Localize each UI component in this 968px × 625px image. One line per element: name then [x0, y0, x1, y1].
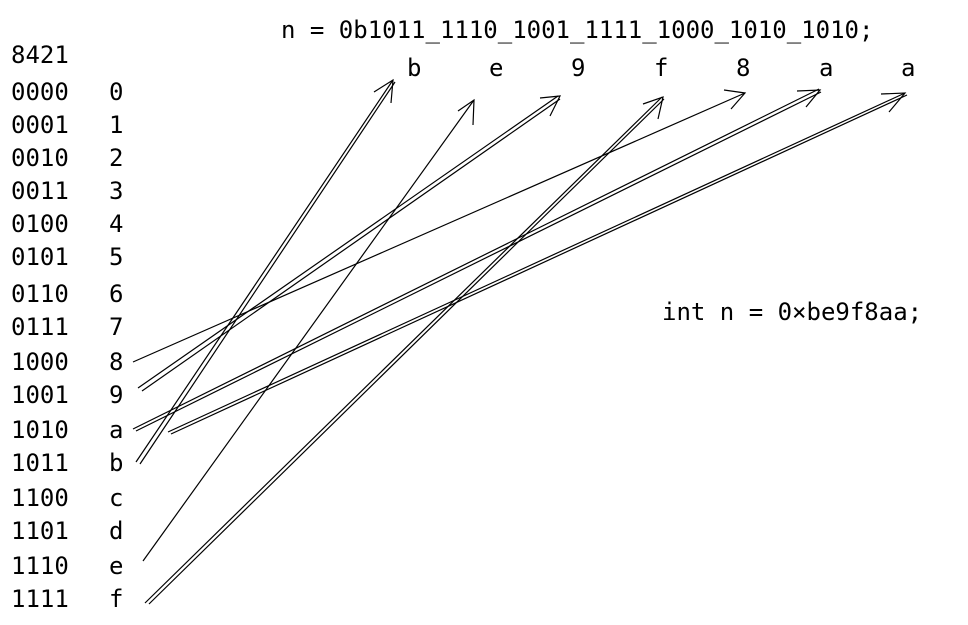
table-row: 1100 c	[11, 486, 141, 510]
row-hex: 9	[109, 381, 124, 409]
table-row: 1101 d	[11, 519, 141, 543]
row-binary: 0110	[11, 280, 69, 308]
int-literal: int n = 0×be9f8aa;	[662, 298, 923, 326]
arrow-a-to-a-first	[132, 88, 822, 432]
row-binary: 0011	[11, 177, 69, 205]
table-row: 0001 1	[11, 113, 141, 137]
bit-weight-header: 8421	[11, 41, 69, 69]
row-hex: b	[109, 449, 124, 477]
row-hex: 7	[109, 313, 124, 341]
row-binary: 0100	[11, 210, 69, 238]
table-row: 0110 6	[11, 282, 141, 306]
table-row: 0011 3	[11, 179, 141, 203]
row-hex: f	[109, 585, 124, 613]
row-binary: 0010	[11, 144, 69, 172]
binary-literal: n = 0b1011_1110_1001_1111_1000_1010_1010…	[281, 16, 874, 44]
arrow-a-to-a-second	[167, 92, 908, 435]
row-binary: 1101	[11, 517, 69, 545]
row-binary: 0001	[11, 111, 69, 139]
arrow-b-to-b	[135, 78, 396, 465]
row-binary: 1011	[11, 449, 69, 477]
table-row: 0111 7	[11, 315, 141, 339]
arrow-f-to-f	[144, 96, 665, 605]
hex-digit: f	[654, 54, 669, 82]
row-hex: c	[109, 484, 124, 512]
row-binary: 1010	[11, 416, 69, 444]
row-hex: e	[109, 552, 124, 580]
table-row: 0000 0	[11, 80, 141, 104]
row-binary: 1000	[11, 348, 69, 376]
hex-digit: e	[489, 54, 504, 82]
row-hex: 3	[109, 177, 124, 205]
table-row: 1000 8	[11, 350, 141, 374]
hex-digit: b	[407, 54, 422, 82]
table-row: 0100 4	[11, 212, 141, 236]
table-row: 0010 2	[11, 146, 141, 170]
row-binary: 1110	[11, 552, 69, 580]
row-hex: 5	[109, 243, 124, 271]
table-row: 1110 e	[11, 554, 141, 578]
table-row: 1011 b	[11, 451, 141, 475]
row-binary: 1100	[11, 484, 69, 512]
table-row: 0101 5	[11, 245, 141, 269]
row-hex: a	[109, 416, 124, 444]
row-hex: 1	[109, 111, 124, 139]
arrow-e-to-e	[142, 98, 475, 562]
hex-digit: 9	[571, 54, 586, 82]
table-row: 1010 a	[11, 418, 141, 442]
hex-digit: a	[819, 54, 834, 82]
row-hex: 4	[109, 210, 124, 238]
table-row: 1111 f	[11, 587, 141, 611]
table-row: 1001 9	[11, 383, 141, 407]
arrow-9-to-9	[137, 95, 562, 392]
row-hex: 8	[109, 348, 124, 376]
hex-digit: 8	[736, 54, 751, 82]
row-binary: 1111	[11, 585, 69, 613]
row-binary: 0000	[11, 78, 69, 106]
arrow-8-to-8	[132, 89, 747, 363]
row-binary: 0101	[11, 243, 69, 271]
row-hex: d	[109, 517, 124, 545]
hex-digit: a	[901, 54, 916, 82]
row-hex: 0	[109, 78, 124, 106]
row-binary: 1001	[11, 381, 69, 409]
row-hex: 6	[109, 280, 124, 308]
row-binary: 0111	[11, 313, 69, 341]
row-hex: 2	[109, 144, 124, 172]
